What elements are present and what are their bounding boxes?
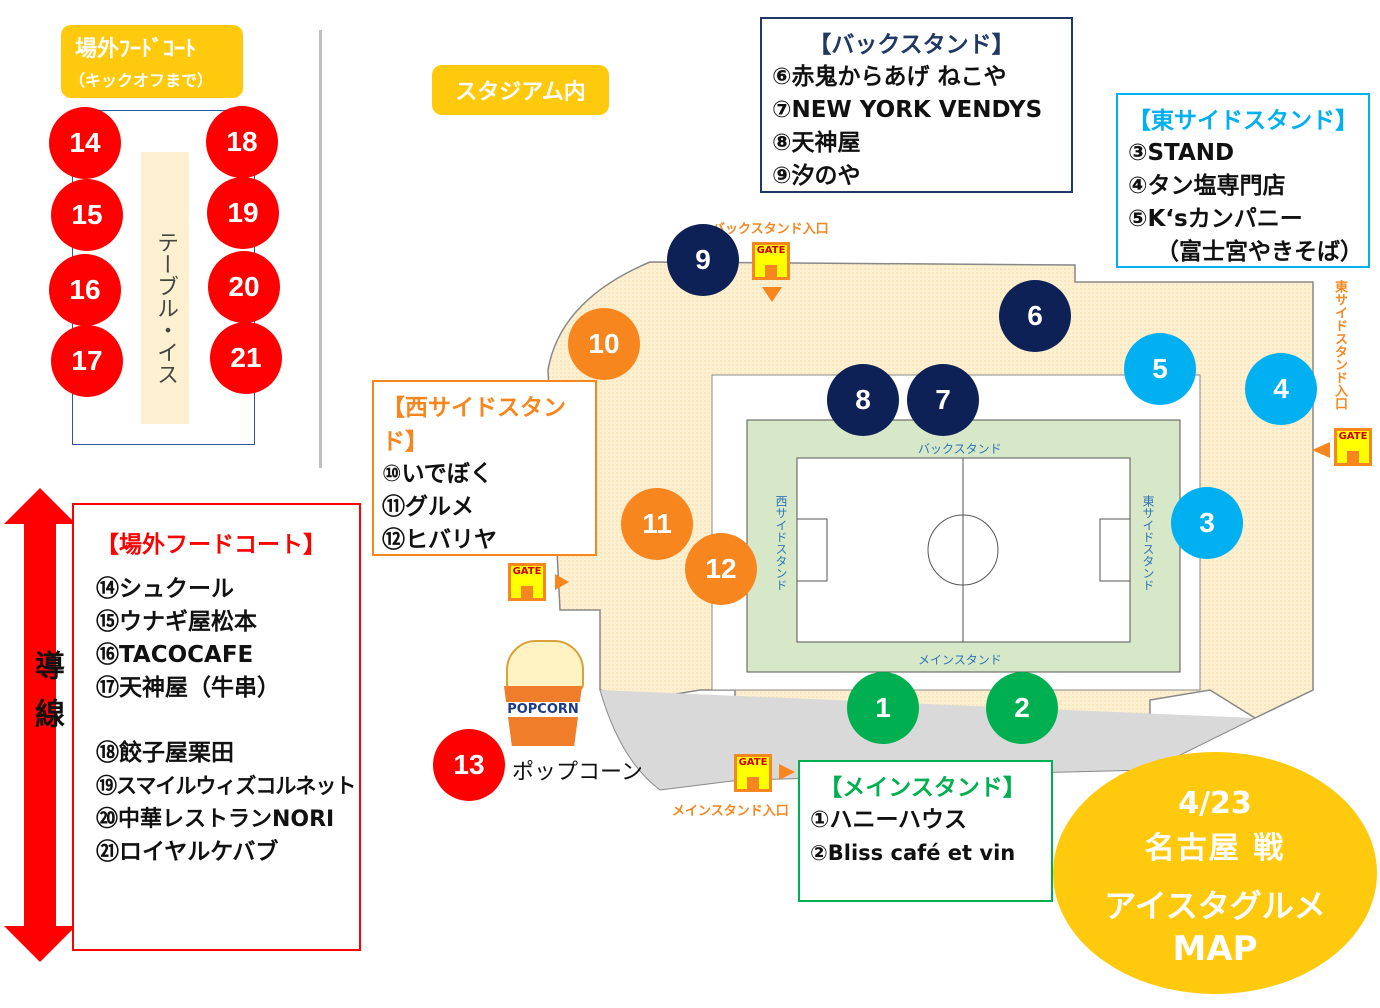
- pin-7[interactable]: 7: [907, 364, 979, 436]
- shop-9: ⑨汐のや: [772, 163, 861, 189]
- popcorn-icon: POPCORN: [500, 640, 586, 748]
- shop-8: ⑧天神屋: [772, 130, 861, 156]
- gate-text: GATE: [1337, 431, 1369, 442]
- shop-19: ⑲スマイルウィズコルネット: [96, 774, 356, 798]
- pin-13[interactable]: 13: [433, 729, 505, 801]
- pin-17[interactable]: 17: [51, 325, 123, 397]
- outside-food-court-label: 場外ﾌｰﾄﾞｺｰﾄ （キックオフまで）: [61, 25, 243, 98]
- pin-3[interactable]: 3: [1171, 487, 1243, 559]
- pin-5[interactable]: 5: [1124, 333, 1196, 405]
- pin-10[interactable]: 10: [568, 308, 640, 380]
- popcorn-label: ポップコーン: [512, 760, 643, 785]
- shop-5: ⑤K‘sカンパニー: [1128, 206, 1303, 232]
- west-stand-box: 【西サイドスタンド】 ⑩いでぼく ⑪グルメ ⑫ヒバリヤ: [372, 380, 597, 556]
- popcorn-logo: POPCORN: [506, 702, 580, 717]
- shop-1: ①ハニーハウス: [810, 807, 968, 833]
- badge-title-map: MAP: [1172, 929, 1258, 969]
- pin-14[interactable]: 14: [49, 107, 121, 179]
- shop-15: ⑮ウナギ屋松本: [96, 609, 257, 635]
- main-entrance-label: メインスタンド入口: [672, 804, 789, 819]
- field-west-label: 西サイドスタンド: [774, 495, 788, 591]
- shop-3: ③STAND: [1128, 140, 1235, 166]
- flow-label: 導線: [29, 650, 64, 746]
- pin-11[interactable]: 11: [621, 488, 693, 560]
- box-title: 【西サイドスタンド】: [382, 395, 566, 455]
- shop-18: ⑱餃子屋栗田: [96, 740, 234, 766]
- gate-east-icon: GATE: [1334, 428, 1372, 466]
- pin-19[interactable]: 19: [207, 177, 279, 249]
- field-east-label: 東サイドスタンド: [1141, 495, 1155, 591]
- label-line2: （キックオフまで）: [69, 71, 214, 90]
- pin-18[interactable]: 18: [206, 106, 278, 178]
- back-stand-box: 【バックスタンド】 ⑥赤鬼からあげ ねこや ⑦NEW YORK VENDYS ⑧…: [760, 17, 1073, 193]
- shop-5-note: （富士宮やきそば）: [1156, 239, 1363, 265]
- east-stand-box: 【東サイドスタンド】 ③STAND ④タン塩専門店 ⑤K‘sカンパニー （富士宮…: [1116, 93, 1370, 268]
- pin-20[interactable]: 20: [208, 251, 280, 323]
- pin-21[interactable]: 21: [210, 322, 282, 394]
- shop-4: ④タン塩専門店: [1128, 173, 1286, 199]
- gate-back-icon: GATE: [752, 242, 790, 280]
- stadium-label: スタジアム内: [432, 65, 609, 115]
- field-back-label: バックスタンド: [918, 442, 1002, 456]
- pin-16[interactable]: 16: [49, 254, 121, 326]
- shop-21: ㉑ロイヤルケバブ: [96, 839, 279, 865]
- box-title: 【場外フードコート】: [96, 532, 326, 558]
- shop-11: ⑪グルメ: [382, 494, 474, 520]
- title-badge: 4/23 名古屋 戦 アイスタグルメ MAP: [1053, 752, 1377, 994]
- divider: [319, 30, 322, 468]
- gate-text: GATE: [755, 245, 787, 256]
- pin-6[interactable]: 6: [999, 280, 1071, 352]
- shop-14: ⑭シュクール: [96, 576, 234, 602]
- gate-main-icon: GATE: [734, 754, 772, 792]
- pin-2[interactable]: 2: [986, 672, 1058, 744]
- shop-12: ⑫ヒバリヤ: [382, 527, 497, 553]
- pin-15[interactable]: 15: [51, 179, 123, 251]
- badge-title: アイスタグルメ: [1104, 887, 1326, 925]
- gate-west-icon: GATE: [508, 563, 546, 601]
- east-entrance-label: 東サイドスタンド入口: [1332, 280, 1347, 410]
- shop-7: ⑦NEW YORK VENDYS: [772, 97, 1043, 123]
- shop-10: ⑩いでぼく: [382, 461, 493, 487]
- outside-court-box: 【場外フードコート】 ⑭シュクール ⑮ウナギ屋松本 ⑯TACOCAFE ⑰天神屋…: [72, 503, 361, 951]
- gate-text: GATE: [737, 757, 769, 768]
- badge-date: 4/23: [1178, 786, 1252, 821]
- pin-1[interactable]: 1: [847, 672, 919, 744]
- pin-12[interactable]: 12: [685, 533, 757, 605]
- shop-20: ⑳中華レストランNORI: [96, 807, 335, 832]
- pin-8[interactable]: 8: [827, 364, 899, 436]
- shop-2: ②Bliss café et vin: [810, 841, 1016, 865]
- shop-16: ⑯TACOCAFE: [96, 642, 254, 668]
- back-entrance-label: バックスタンド入口: [712, 222, 829, 237]
- pin-9[interactable]: 9: [667, 224, 739, 296]
- main-stand-box: 【メインスタンド】 ①ハニーハウス ②Bliss café et vin: [798, 760, 1053, 902]
- label-line1: 場外ﾌｰﾄﾞｺｰﾄ: [75, 37, 197, 62]
- box-title: 【東サイドスタンド】: [1128, 108, 1358, 134]
- flow-arrow-icon: [4, 488, 76, 962]
- shop-6: ⑥赤鬼からあげ ねこや: [772, 64, 1007, 90]
- badge-match: 名古屋 戦: [1144, 831, 1286, 866]
- shop-17: ⑰天神屋（牛串）: [96, 675, 280, 701]
- table-area: テーブル・イス: [141, 152, 189, 424]
- gate-text: GATE: [511, 566, 543, 577]
- box-title: 【バックスタンド】: [808, 32, 1015, 58]
- pin-4[interactable]: 4: [1245, 353, 1317, 425]
- box-title: 【メインスタンド】: [819, 775, 1026, 801]
- field-main-label: メインスタンド: [918, 653, 1002, 667]
